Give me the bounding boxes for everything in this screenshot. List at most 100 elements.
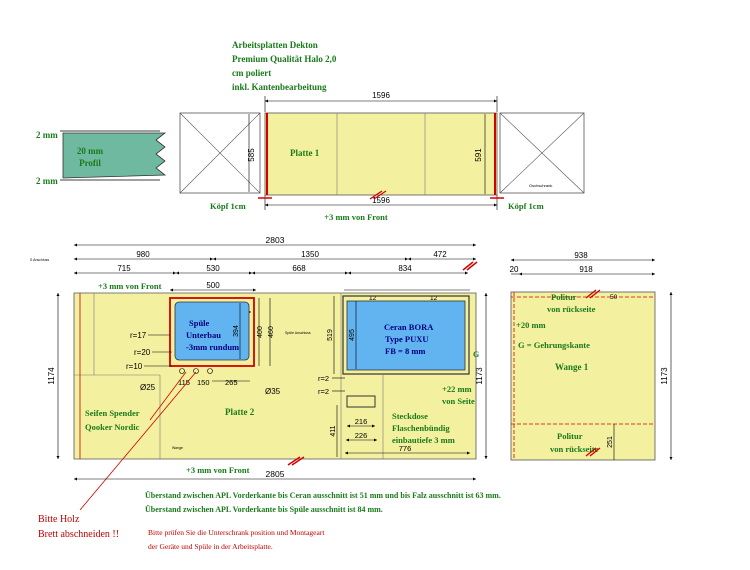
top-view: 1596 585 Platte 1 591 Gschschrank 1596 K… [179,91,585,222]
side-gehrung: G = Gehrungskante [518,340,590,350]
socket-label-3: einbautiefe 3 mm [392,435,455,445]
dim-row2-0: 715 [117,264,131,273]
cabinet-left [179,112,261,194]
footer-note-1: Überstand zwischen APL Vorderkante bis C… [145,491,501,500]
warn-2: Brett abschneiden !! [38,529,119,540]
edge-profile: 2 mm 2 mm 20 mm Profil [36,130,167,186]
socket-cutout [346,395,376,408]
side-plus20: +20 mm [516,320,546,330]
dim-row1-2: 472 [433,250,447,259]
profile-thickness-bottom: 2 mm [36,176,58,186]
main-total-top: 2803 [266,235,285,245]
dim-row1-1: 1350 [301,250,319,259]
r20: r=20 [134,348,151,357]
header-line3: cm poliert [232,68,271,78]
head-left: Köpf 1cm [210,201,246,211]
sink-height-outer: 460 [268,326,275,338]
dim-265: 265 [225,378,238,387]
check-2: der Geräte und Spüle in der Arbeitsplatt… [148,542,273,551]
sink-cutout-outer [169,297,255,367]
r10: r=10 [126,362,143,371]
main-plan: 2803 980 1350 472 S Anschluss 715 530 66… [30,235,488,511]
plate-1 [264,112,498,196]
tap-hole-25 [179,368,185,374]
dim-411: 411 [330,425,337,436]
top-left-depth: 585 [247,148,256,162]
side-height: 1173 [660,367,669,385]
sink-height-inner: 394 [233,325,240,337]
cabinet-right [499,112,585,194]
dim-115: 115 [178,378,190,387]
dim-500: 500 [206,281,220,290]
cooktop-glass [346,300,466,371]
check-1: Bitte prüfen Sie die Unterschrank positi… [148,528,325,537]
header-notes: Arbeitsplatten Dekton Premium Qualität H… [232,40,337,92]
small-label-bl: Wange [172,446,183,450]
side-note-2: von Seite [442,396,475,406]
front-bottom-note: +3 mm von Front [186,465,250,475]
header-line4: inkl. Kantenbearbeitung [232,82,327,92]
footer-notes: Überstand zwischen APL Vorderkante bis C… [38,491,501,551]
dim-12a: 12 [369,295,377,302]
dim-row2-2: 668 [292,264,306,273]
d35: Ø35 [265,387,281,396]
tap-hole-35a [193,368,199,374]
r2a: r=2 [318,374,329,383]
sink-label-3: -3mm rundum [186,342,239,352]
top-right-depth: 591 [474,148,483,162]
tap-hole-35b [207,368,213,374]
small-label-tl: S Anschluss [30,258,49,262]
main-total-bottom: 2805 [266,469,285,479]
side-dim-251: 251 [607,436,614,448]
g-mark: G [473,350,479,359]
side-width-total: 938 [574,251,588,260]
sink-label-2: Unterbau [186,330,221,340]
side-panel: 938 20 918 1173 50 Politur von rückseite… [510,251,673,461]
top-front-note: +3 mm von Front [324,212,388,222]
footer-note-2: Überstand zwischen APL Vorderkante bis S… [145,505,383,514]
cooktop-label-2: Type PUXU [385,334,429,344]
soap-1: Seifen Spender [85,408,140,418]
dim-row2-1: 530 [206,264,220,273]
profile-label-1: 20 mm [77,146,104,156]
warn-1: Bitte Holz [38,514,80,525]
cooktop-height-outer: 519 [327,329,334,341]
profile-shape [62,132,167,179]
plate-2-label: Platte 2 [225,407,255,417]
socket-label-2: Flaschenbündig [392,423,450,433]
side-label: Wange 1 [555,362,589,372]
dim-226: 226 [355,431,368,440]
r2b: r=2 [318,387,329,396]
profile-label-2: Profil [79,158,101,168]
main-height-left: 1174 [47,367,56,385]
dim-row2-3: 834 [398,264,412,273]
sink-height-400: 400 [257,326,264,338]
header-line1: Arbeitsplatten Dekton [232,40,318,50]
profile-thickness-top: 2 mm [36,130,58,140]
side-note-bottom-2: von rückseite [550,444,599,454]
dim-12b: 12 [430,295,438,302]
cooktop-label-3: FB = 8 mm [385,346,426,356]
dim-150: 150 [197,378,210,387]
side-note-bottom-1: Politur [557,431,583,441]
dim-216: 216 [355,417,368,426]
r17: r=17 [130,331,147,340]
front-top-note: +3 mm von Front [98,281,162,291]
sink-bowl [174,301,250,361]
cooktop-height-inner: 495 [349,329,356,341]
side-note-top-1: Politur [551,292,577,302]
top-small-label: Gschschrank [529,183,552,188]
cooktop-label-1: Ceran BORA [384,322,434,332]
socket-label-1: Steckdose [392,411,428,421]
top-width-top: 1596 [372,91,390,100]
cooktop-falz [342,295,470,375]
dim-776: 776 [399,444,412,453]
top-width-bottom: 1596 [372,196,390,205]
head-right: Köpf 1cm [508,201,544,211]
dim-row1-0: 980 [136,250,150,259]
main-height-right: 1173 [475,367,484,385]
side-note-top-2: von rückseite [547,304,596,314]
wange-1-panel [510,291,656,461]
d25: Ø25 [140,383,156,392]
